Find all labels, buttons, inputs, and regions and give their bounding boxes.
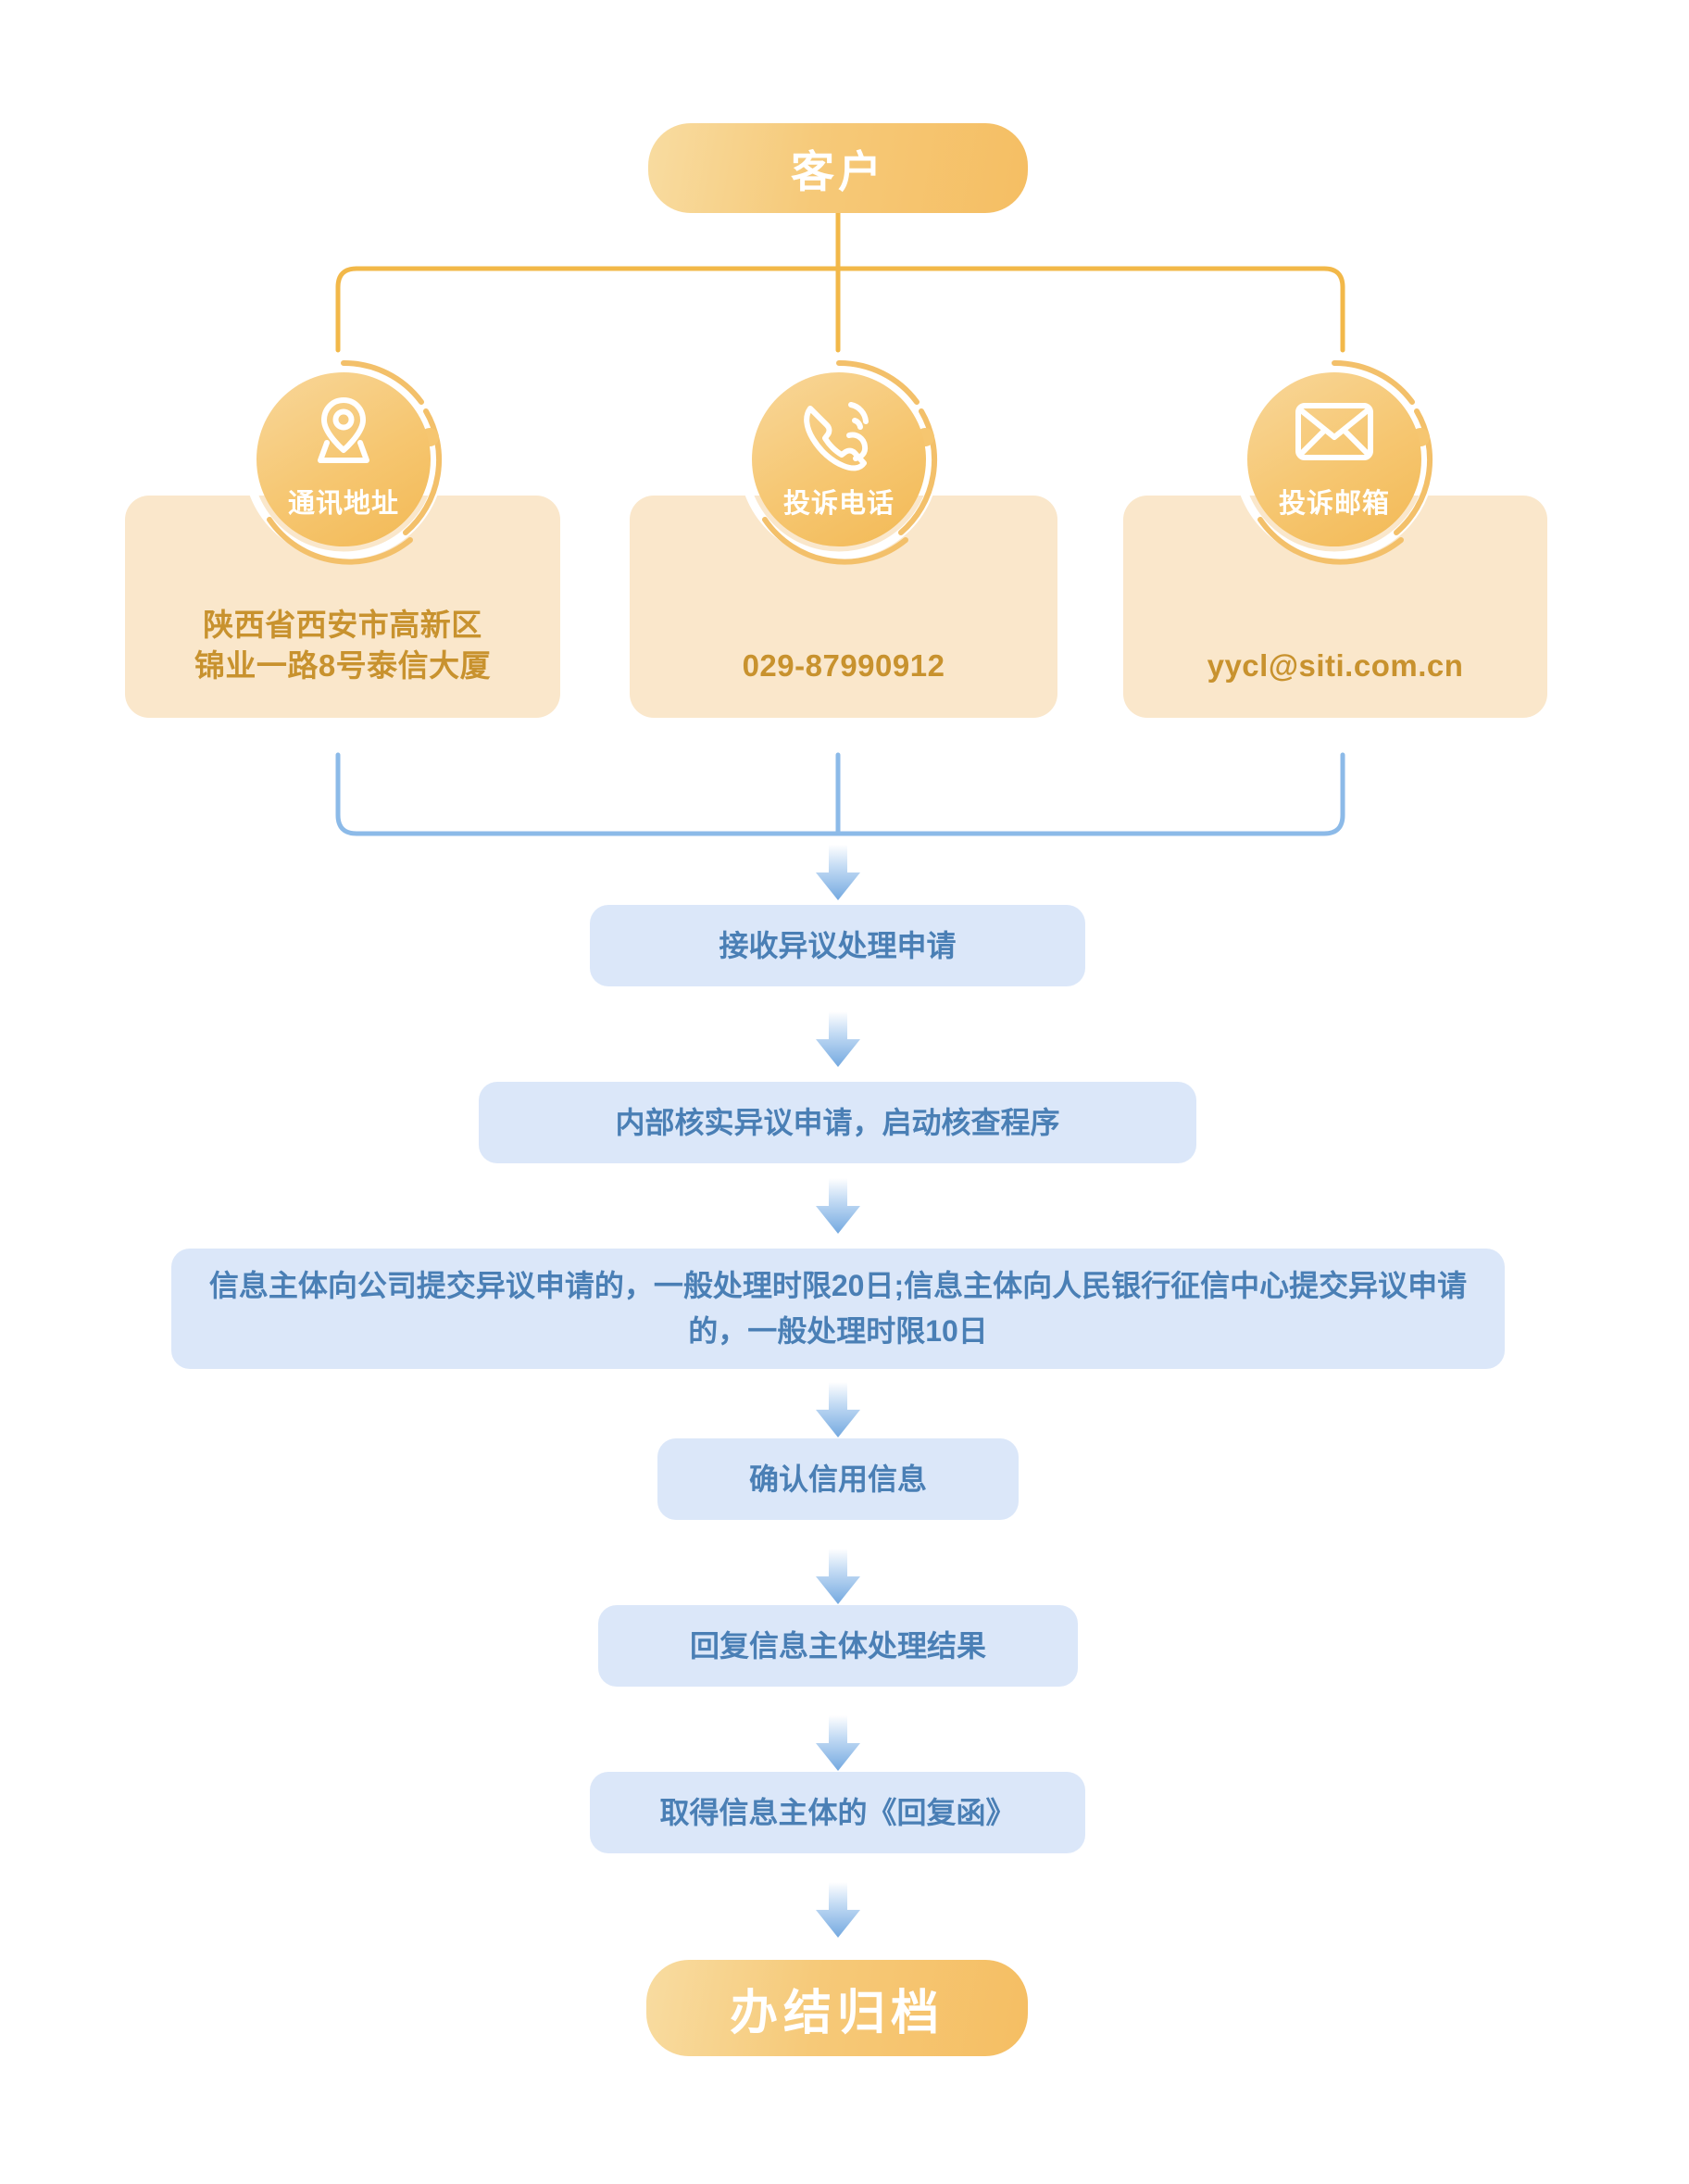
badge-disc [752, 372, 926, 546]
contact-card-phone-value: 029-87990912 [742, 647, 945, 683]
channel-badge-phone[interactable]: 投诉电话 [732, 352, 946, 567]
badge-ring-decoration [1233, 358, 1435, 565]
process-step-obtain-reply-letter[interactable]: 取得信息主体的《回复函》 [590, 1772, 1085, 1853]
process-step-confirm-credit-info[interactable]: 确认信用信息 [657, 1438, 1019, 1520]
phone-call-icon [752, 385, 926, 478]
process-step-reply-result[interactable]: 回复信息主体处理结果 [598, 1605, 1078, 1687]
channel-badge-email[interactable]: 投诉邮箱 [1227, 352, 1442, 567]
process-step-time-limits[interactable]: 信息主体向公司提交异议申请的，一般处理时限20日;信息主体向人民银行征信中心提交… [171, 1249, 1505, 1369]
arrow-down-icon [816, 1178, 860, 1234]
channel-badge-phone-label: 投诉电话 [782, 489, 895, 519]
contact-card-address-value: 陕西省西安市高新区 锦业一路8号泰信大厦 [194, 607, 492, 683]
arrow-down-icon [816, 1715, 860, 1771]
channel-badge-email-label: 投诉邮箱 [1278, 489, 1390, 519]
start-node-customer[interactable]: 客户 [648, 123, 1028, 213]
channel-badge-address[interactable]: 通讯地址 [236, 352, 451, 567]
envelope-icon [1247, 385, 1421, 478]
arrow-down-icon [816, 1882, 860, 1938]
contact-card-phone[interactable]: 029-87990912 [630, 496, 1057, 718]
arrow-down-icon [816, 845, 860, 900]
location-pin-icon [256, 385, 431, 478]
badge-ring-decoration [738, 358, 940, 565]
end-node-archive[interactable]: 办结归档 [646, 1960, 1028, 2056]
badge-ring-decoration [243, 358, 444, 565]
contact-card-email-value: yycl@siti.com.cn [1207, 647, 1464, 683]
process-step-receive-application[interactable]: 接收异议处理申请 [590, 905, 1085, 986]
arrow-down-icon [816, 1011, 860, 1067]
process-step-internal-verification[interactable]: 内部核实异议申请，启动核查程序 [479, 1082, 1196, 1163]
arrow-down-icon [816, 1549, 860, 1604]
arrow-down-icon [816, 1382, 860, 1437]
channel-badge-address-label: 通讯地址 [287, 489, 399, 519]
